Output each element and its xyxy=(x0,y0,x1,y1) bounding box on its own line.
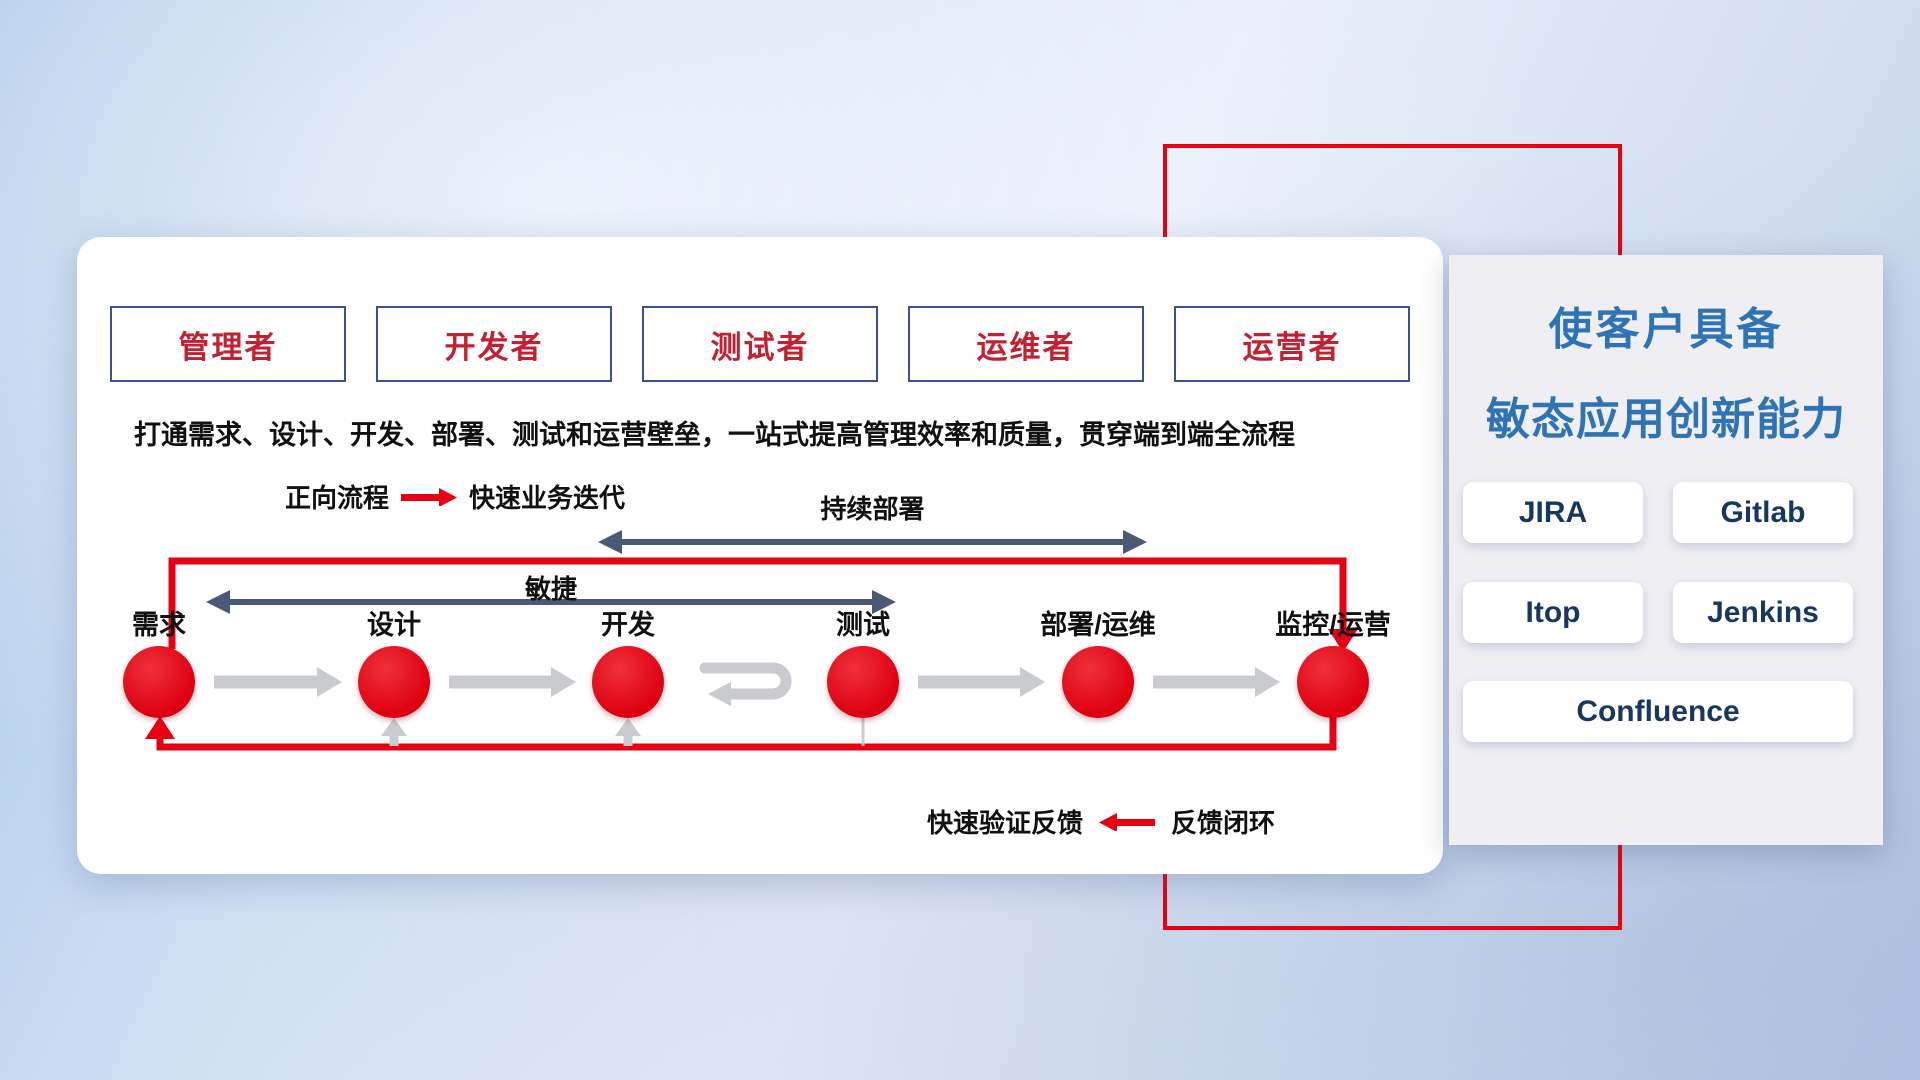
red-forward-loop xyxy=(168,557,1358,652)
stage-node-circle xyxy=(1297,646,1369,718)
stage-label: 测试 xyxy=(836,610,890,640)
stage-node-circle xyxy=(123,646,195,718)
role-label: 运营者 xyxy=(1242,329,1342,365)
card-subtitle: 打通需求、设计、开发、部署、测试和运营壁垒，一站式提高管理效率和质量，贯穿端到端… xyxy=(134,420,1295,450)
left-arrow-icon xyxy=(1099,812,1156,831)
panel-title-line1: 使客户具备 xyxy=(1548,305,1784,354)
continuous-deploy-label: 持续部署 xyxy=(820,494,925,524)
flow-stage-monitor-ops: 监控/运营 xyxy=(1248,607,1418,718)
stage-label: 设计 xyxy=(367,610,421,640)
stage-node-circle xyxy=(358,646,430,718)
legend-forward-flow: 正向流程 快速业务迭代 xyxy=(285,478,625,515)
roles-row: 管理者 开发者 测试者 运维者 运营者 xyxy=(110,306,1410,382)
main-card: 管理者 开发者 测试者 运维者 运营者 打通需求、设计、开发、部署、测试和运营壁… xyxy=(77,237,1443,874)
role-label: 开发者 xyxy=(444,329,544,365)
flow-stage-testing: 测试 xyxy=(778,607,948,718)
tool-button-jenkins: Jenkins xyxy=(1673,582,1853,643)
legend-feedback-loop: 快速验证反馈 反馈闭环 xyxy=(927,803,1275,840)
stage-label: 开发 xyxy=(601,610,655,640)
tool-button-confluence: Confluence xyxy=(1463,681,1853,742)
stage-label: 部署/运维 xyxy=(1040,610,1156,640)
role-box-manager: 管理者 xyxy=(110,306,346,382)
tool-button-jira: JIRA xyxy=(1463,482,1643,543)
flow-stage-deploy-ops: 部署/运维 xyxy=(1013,607,1183,718)
iterate-loop-icon xyxy=(699,662,792,706)
panel-title-line2: 敏态应用创新能力 xyxy=(1486,395,1846,444)
stage-arrows xyxy=(214,667,1280,697)
flow-stage-design: 设计 xyxy=(309,607,479,718)
stage-label: 需求 xyxy=(132,610,186,640)
flow-stage-requirements: 需求 xyxy=(74,607,244,718)
stage-label: 监控/运营 xyxy=(1275,610,1391,640)
red-feedback-loop xyxy=(145,715,1337,751)
stage-node-circle xyxy=(1062,646,1134,718)
legend-forward-desc: 快速业务迭代 xyxy=(469,483,626,513)
continuous-deploy-arrow xyxy=(598,530,1147,554)
legend-forward-term: 正向流程 xyxy=(285,483,390,513)
tool-button-gitlab: Gitlab xyxy=(1673,482,1853,543)
role-label: 管理者 xyxy=(178,329,278,365)
stage-node-circle xyxy=(827,646,899,718)
agile-label: 敏捷 xyxy=(524,574,577,604)
legend-feedback-term: 反馈闭环 xyxy=(1171,808,1276,838)
role-label: 测试者 xyxy=(710,329,810,365)
role-box-tester: 测试者 xyxy=(642,306,878,382)
legend-feedback-desc: 快速验证反馈 xyxy=(927,808,1084,838)
flow-arrows-layer xyxy=(145,530,1358,751)
right-arrow-icon xyxy=(401,487,458,506)
flow-stage-development: 开发 xyxy=(543,607,713,718)
feedback-up-arrows xyxy=(381,715,865,746)
role-box-ops: 运维者 xyxy=(908,306,1144,382)
stage-node-circle xyxy=(592,646,664,718)
capability-panel: 使客户具备 敏态应用创新能力 JIRA Gitlab Itop Jenkins … xyxy=(1449,255,1883,845)
agile-arrow xyxy=(206,590,896,614)
role-label: 运维者 xyxy=(976,329,1076,365)
role-box-developer: 开发者 xyxy=(376,306,612,382)
role-box-operator: 运营者 xyxy=(1174,306,1410,382)
tool-button-itop: Itop xyxy=(1463,582,1643,643)
